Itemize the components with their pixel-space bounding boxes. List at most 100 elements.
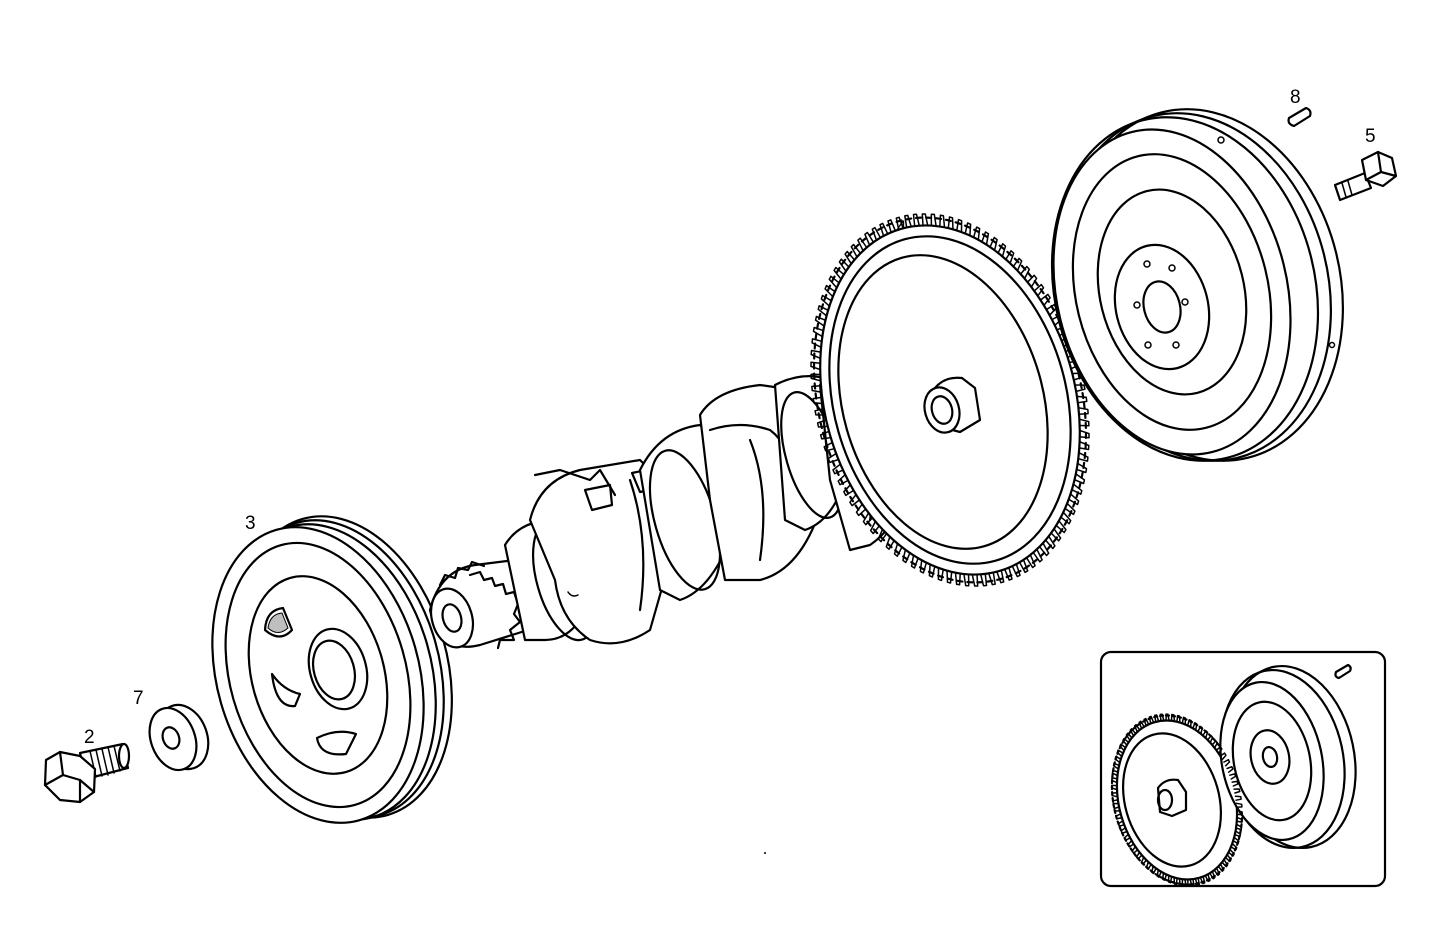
- gear-tooth: [1153, 714, 1160, 723]
- gear-tooth: [837, 473, 849, 486]
- gear-tooth: [989, 236, 998, 252]
- gear-tooth: [1150, 865, 1157, 875]
- gear-tooth: [1073, 473, 1086, 485]
- gear-tooth: [1234, 795, 1242, 801]
- gear-tooth: [1204, 873, 1211, 883]
- gear-tooth: [1076, 395, 1088, 404]
- bearing-part-6: [923, 376, 982, 434]
- flywheel-bolt-part-5: [1333, 150, 1398, 202]
- gear-tooth: [1032, 548, 1043, 563]
- gear-tooth: [1044, 535, 1056, 550]
- gear-tooth: [1050, 528, 1062, 542]
- callout-8: 8: [1290, 87, 1301, 108]
- gear-tooth: [1189, 878, 1195, 887]
- gear-tooth: [1181, 716, 1187, 726]
- gear-tooth: [810, 361, 821, 371]
- gear-tooth: [1231, 780, 1239, 787]
- gear-tooth: [849, 493, 861, 507]
- gear-tooth: [811, 338, 823, 349]
- gear-tooth: [814, 407, 826, 416]
- gear-tooth: [1232, 836, 1240, 845]
- gear-tooth: [912, 213, 921, 227]
- gear-tooth: [1122, 737, 1130, 747]
- gear-tooth: [1206, 734, 1214, 744]
- gear-tooth: [871, 226, 882, 241]
- gear-tooth: [895, 216, 904, 231]
- gear-tooth: [1025, 554, 1036, 569]
- gear-tooth: [1114, 755, 1122, 764]
- gear-tooth: [819, 430, 832, 440]
- gear-tooth: [1217, 863, 1225, 872]
- gear-tooth: [937, 567, 944, 582]
- gear-tooth: [832, 463, 844, 475]
- gear-tooth: [1079, 429, 1090, 439]
- gear-tooth: [1120, 827, 1128, 835]
- gear-tooth: [946, 569, 953, 584]
- gear-tooth: [885, 536, 895, 550]
- gear-tooth: [1123, 833, 1131, 842]
- gear-tooth: [1078, 418, 1090, 427]
- gear-tooth: [1125, 732, 1133, 742]
- gear-tooth: [820, 294, 833, 307]
- gear-tooth: [1213, 867, 1221, 877]
- gear-tooth: [997, 243, 1007, 258]
- gear-tooth: [823, 441, 836, 452]
- gear-tooth: [1184, 878, 1189, 887]
- gear-tooth: [1138, 720, 1145, 730]
- gear-tooth: [817, 305, 829, 317]
- kit-inset-part-1-teeth: [1111, 713, 1243, 887]
- gear-tooth: [1227, 848, 1235, 857]
- gear-tooth: [1077, 407, 1089, 415]
- bolt-part-2: [43, 742, 131, 804]
- gear-tooth: [814, 315, 827, 327]
- gear-tooth: [1071, 483, 1083, 495]
- gear-tooth: [843, 484, 855, 497]
- callout-2: 2: [84, 727, 95, 748]
- gear-tooth: [1019, 265, 1031, 280]
- gear-tooth: [930, 213, 937, 227]
- kit-inset-part-1: [1099, 650, 1387, 888]
- gear-tooth: [1111, 769, 1119, 777]
- gear-tooth: [1170, 713, 1176, 723]
- washer-part-7: [148, 703, 210, 772]
- gear-tooth: [828, 275, 840, 289]
- gear-tooth: [988, 571, 996, 586]
- gear-tooth: [1233, 788, 1241, 794]
- pulley-part-3: [211, 515, 453, 824]
- gear-tooth: [954, 571, 961, 586]
- gear-tooth: [921, 213, 929, 227]
- gear-tooth: [810, 349, 822, 360]
- gear-tooth: [1178, 877, 1184, 887]
- gear-tooth: [1173, 876, 1178, 886]
- gear-tooth: [1113, 806, 1121, 812]
- gear-tooth: [1005, 250, 1015, 264]
- gear-tooth: [1033, 283, 1045, 297]
- gear-tooth: [887, 219, 897, 234]
- gear-tooth: [1145, 861, 1152, 870]
- gear-tooth: [1075, 462, 1088, 474]
- gear-tooth: [902, 548, 911, 564]
- gear-tooth: [1199, 875, 1206, 885]
- gear-tooth: [1127, 839, 1135, 848]
- gear-tooth: [827, 452, 840, 464]
- gear-tooth: [810, 373, 822, 382]
- gear-tooth: [1235, 802, 1243, 809]
- gear-tooth: [1197, 725, 1204, 735]
- gear-tooth: [1131, 845, 1139, 854]
- gear-tooth: [877, 528, 888, 543]
- dowel-pin-part-8: [1287, 106, 1312, 128]
- gear-tooth: [893, 542, 903, 557]
- gear-tooth: [1038, 542, 1050, 557]
- gear-tooth: [1230, 842, 1238, 851]
- gear-tooth: [1167, 874, 1173, 884]
- gear-tooth: [1235, 823, 1243, 831]
- gear-tooth: [1039, 293, 1051, 307]
- gear-tooth: [1012, 257, 1023, 272]
- gear-tooth: [1148, 715, 1155, 725]
- gear-tooth: [1202, 730, 1209, 739]
- gear-tooth: [996, 569, 1005, 584]
- gear-tooth: [1111, 791, 1119, 798]
- gear-tooth: [1234, 830, 1242, 838]
- gear-tooth: [919, 559, 928, 574]
- gear-tooth: [816, 419, 829, 428]
